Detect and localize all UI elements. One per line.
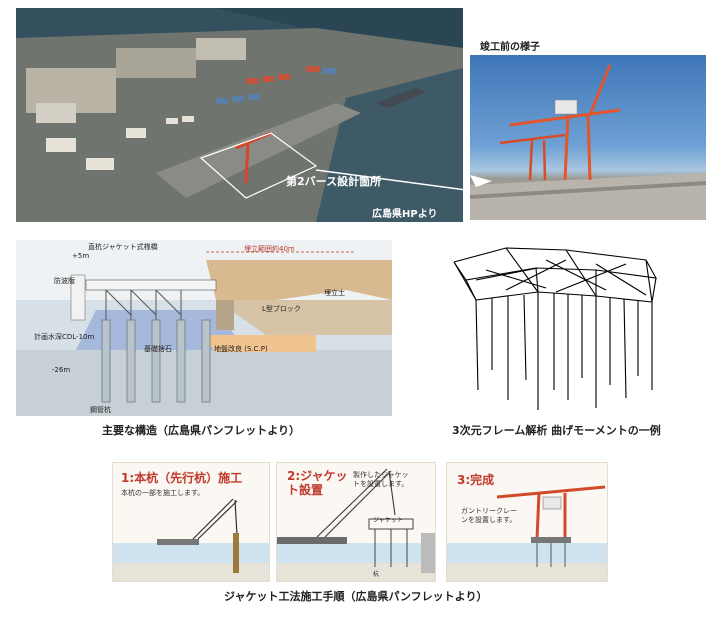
structure-section-diagram: 直杭ジャケット式桟橋 埋立範囲約40m +5m 防波版 埋立土 L型ブロック 計… [16, 240, 392, 416]
photo-credit: 広島県HPより [372, 209, 438, 220]
pier-type-label: 直杭ジャケット式桟橋 [88, 243, 158, 251]
breakwater-label: 防波版 [54, 277, 75, 285]
step-3-illustration [447, 485, 607, 581]
step-2-panel: 2:ジャケット設置 製作したジャケットを設置します。 ジャケット 杭 [276, 462, 436, 582]
step-2-illustration [277, 468, 435, 581]
section-drawing [16, 240, 392, 416]
aerial-port-illustration [16, 8, 463, 222]
step-1-desc: 本杭の一部を施工します。 [121, 489, 205, 497]
base-rubble-label: 基礎捨石 [144, 345, 172, 353]
step-3-desc: ガントリークレーンを設置します。 [461, 507, 517, 524]
level-bottom-label: -26m [52, 366, 71, 374]
reclaim-range-label: 埋立範囲約40m [244, 245, 295, 253]
frame-moment-drawing [453, 247, 658, 410]
step-3-title: 3:完成 [457, 473, 495, 487]
fill-soil-label: 埋立土 [324, 289, 345, 297]
level-top-label: +5m [72, 252, 90, 260]
aerial-port-photo: 第2バース設計箇所 広島県HPより [16, 8, 463, 222]
design-location-label: 第2バース設計箇所 [286, 175, 382, 188]
step-1-title: 1:本杭（先行杭）施工 [121, 471, 243, 485]
step-1-panel: 1:本杭（先行杭）施工 本杭の一部を施工します。 [112, 462, 270, 582]
step-1-illustration [113, 498, 269, 581]
frame-caption: 3次元フレーム解析 曲げモーメントの一例 [452, 424, 661, 437]
step-3-panel: 3:完成 ガントリークレーンを設置します。 [446, 462, 608, 582]
section-caption: 主要な構造（広島県パンフレットより） [102, 424, 300, 437]
steps-caption: ジャケット工法施工手順（広島県パンフレットより） [224, 590, 488, 603]
gantry-crane-illustration [470, 64, 706, 220]
design-depth-label: 計画水深CDL-10m [34, 333, 95, 341]
ground-improvement-label: 地盤改良 (S.C.P) [214, 345, 268, 353]
pre-completion-title: 竣工前の様子 [480, 42, 540, 53]
jacket-label: ジャケット [373, 517, 403, 524]
step-2-title: 2:ジャケット設置 [287, 469, 348, 497]
crane-photo [470, 55, 706, 220]
pile-label: 杭 [373, 571, 380, 578]
steel-pile-label: 鋼管杭 [90, 406, 111, 414]
l-block-label: L型ブロック [262, 305, 301, 313]
frame-analysis-figure [446, 240, 662, 416]
